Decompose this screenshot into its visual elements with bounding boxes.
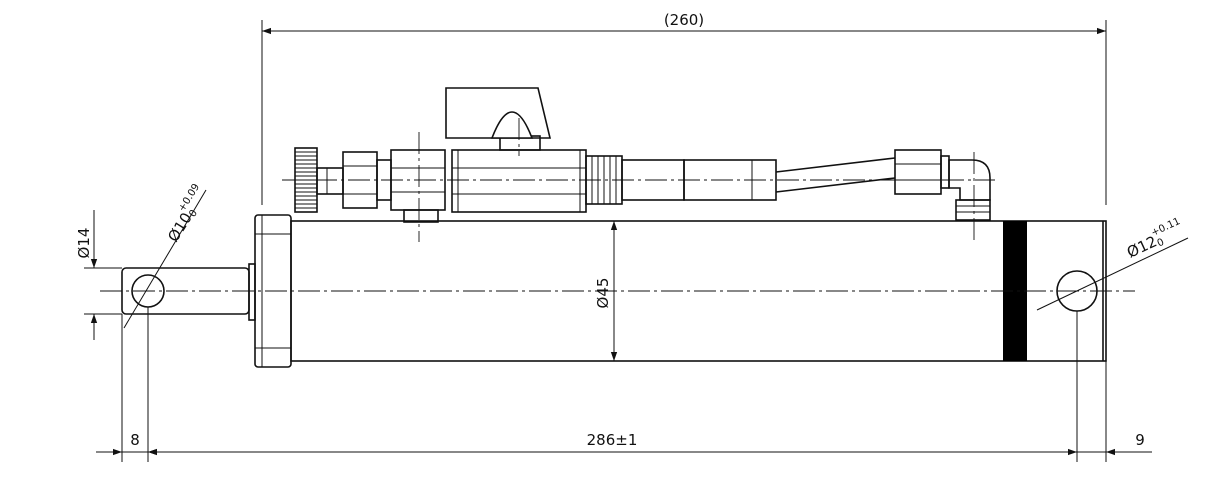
valve-handle	[445, 87, 552, 139]
rod-hole-tol-lower: 0	[187, 208, 200, 219]
rod-diameter-dimension: Ø14	[75, 210, 122, 340]
valve-assembly	[282, 87, 995, 242]
elbow-fitting	[948, 159, 991, 201]
right-offset-label: 9	[1135, 431, 1145, 449]
mount-hole-tol-upper: +0.11	[1150, 216, 1182, 239]
center-distance-label: 286±1	[587, 431, 638, 449]
overall-width-label: (260)	[664, 11, 704, 29]
overall-width-dimension: (260)	[261, 11, 1107, 205]
mount-hole-tol-lower: 0	[1156, 237, 1166, 250]
left-offset-label: 8	[130, 431, 140, 449]
mount-hole-dimension: Ø12 +0.11 0	[1036, 216, 1189, 311]
cylinder-body	[100, 214, 1135, 368]
rod-diameter-label: Ø14	[75, 228, 93, 259]
rod-hole-dimension: Ø10 +0.09 0	[123, 182, 207, 329]
body-diameter-label: Ø45	[594, 278, 612, 309]
bottom-dimensions: 8 286±1 9	[96, 307, 1152, 462]
body-diameter-dimension: Ø45	[594, 221, 618, 361]
